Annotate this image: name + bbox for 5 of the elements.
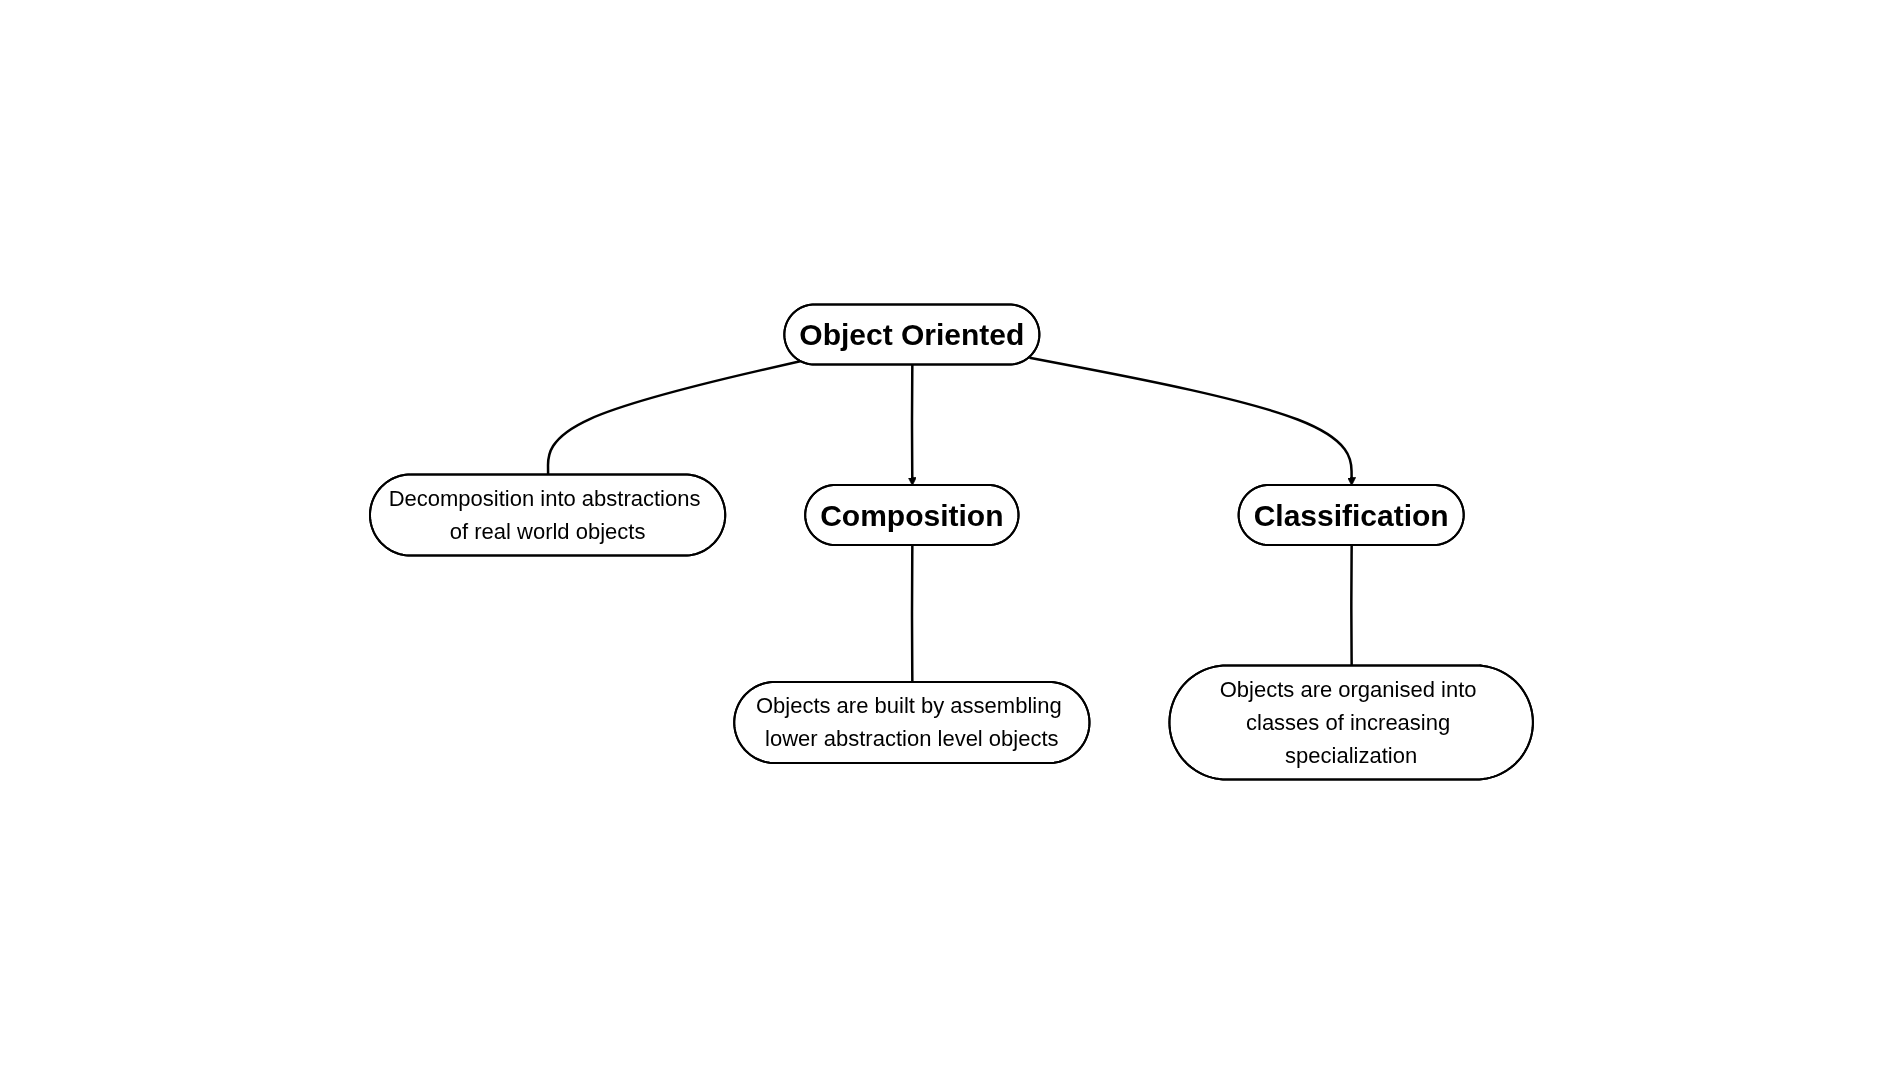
arrow bbox=[1029, 355, 1357, 486]
connector bbox=[1350, 545, 1353, 666]
connector bbox=[910, 545, 914, 682]
arrow bbox=[907, 364, 917, 486]
connector bbox=[546, 359, 801, 475]
